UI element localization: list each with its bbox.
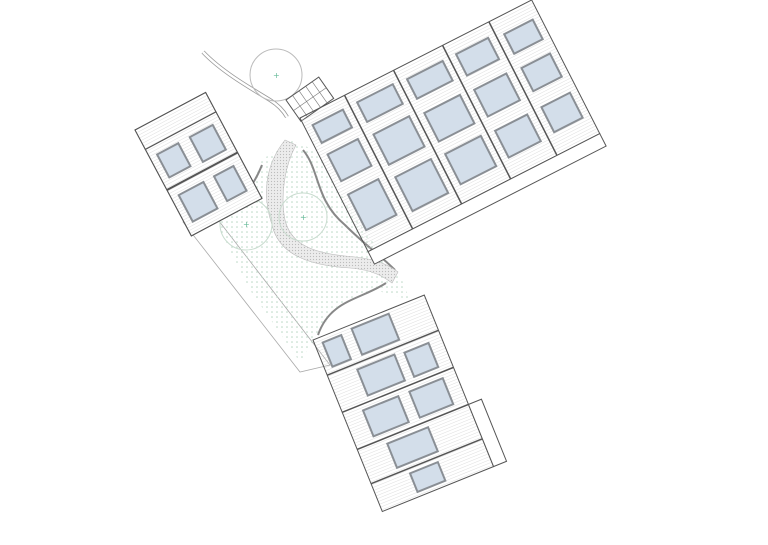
tree-canopy-icon bbox=[278, 192, 328, 242]
svg-text:+: + bbox=[300, 213, 307, 222]
svg-text:+: + bbox=[273, 71, 280, 80]
building-west bbox=[134, 91, 263, 237]
svg-text:+: + bbox=[243, 220, 250, 229]
staircase-icon bbox=[285, 76, 335, 122]
building-south bbox=[312, 294, 508, 513]
tree-canopy-icon bbox=[249, 48, 303, 102]
building-northeast bbox=[299, 0, 607, 265]
